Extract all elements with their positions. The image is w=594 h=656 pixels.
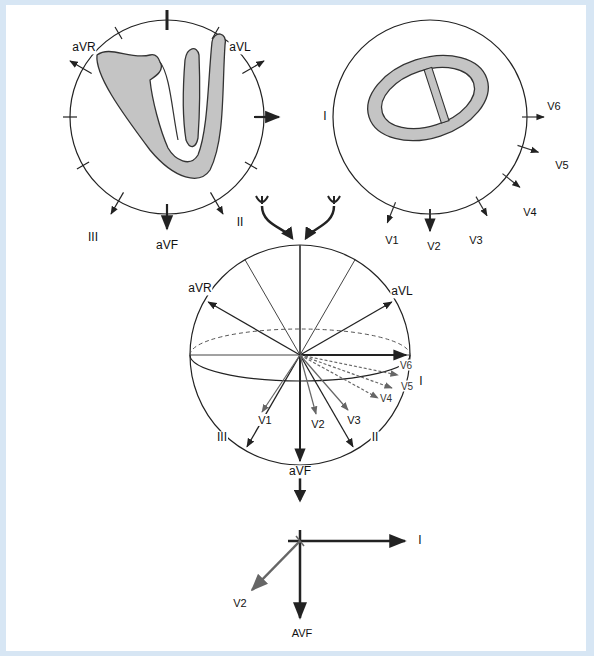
lead-arrow bbox=[502, 174, 519, 188]
lead-arrow bbox=[517, 145, 538, 152]
lead-label: II bbox=[371, 431, 380, 444]
lead-arrow bbox=[522, 116, 544, 117]
merge-arrows bbox=[256, 196, 340, 238]
precordial-arrow bbox=[262, 355, 300, 412]
tick bbox=[115, 27, 122, 39]
lead-label: I bbox=[418, 375, 423, 388]
lead-arrow bbox=[387, 202, 395, 222]
lead-label: aVR bbox=[187, 282, 212, 295]
lead-arrow bbox=[242, 61, 264, 74]
heart-short-axis bbox=[357, 41, 500, 155]
lead-arrow bbox=[299, 355, 301, 461]
lead-arrow bbox=[211, 192, 224, 214]
lead-label: AVF bbox=[291, 627, 314, 639]
lead-arrow bbox=[300, 355, 353, 447]
axis-system bbox=[252, 466, 405, 618]
tick bbox=[166, 10, 169, 30]
precordial-arrow bbox=[300, 355, 392, 388]
lead-label: I bbox=[322, 110, 327, 123]
lead-label: V2 bbox=[310, 418, 325, 430]
axis-line bbox=[299, 245, 301, 355]
sphere bbox=[190, 245, 410, 465]
axis-line bbox=[245, 260, 300, 355]
lead-arrow bbox=[254, 116, 279, 118]
lead-label: V5 bbox=[554, 159, 569, 171]
lead-label: V2 bbox=[232, 597, 247, 609]
lead-label: V5 bbox=[400, 381, 414, 392]
lead-label: aVF bbox=[155, 239, 179, 252]
lead-label: aVL bbox=[228, 41, 251, 54]
lead-label: V6 bbox=[546, 100, 561, 112]
lead-arrow bbox=[247, 355, 300, 447]
lead-label: V1 bbox=[257, 414, 272, 426]
lead-arrow bbox=[429, 209, 431, 231]
panel bbox=[6, 5, 586, 651]
horizontal-plane bbox=[333, 20, 544, 231]
lead-label: aVL bbox=[390, 285, 413, 298]
tick bbox=[245, 162, 257, 169]
lead-label: III bbox=[87, 231, 99, 244]
lead-arrow bbox=[166, 204, 168, 229]
lead-label: I bbox=[417, 534, 422, 547]
lead-label: V4 bbox=[522, 206, 537, 218]
lead-label: V6 bbox=[399, 360, 413, 371]
tick bbox=[63, 116, 77, 117]
lead-label: II bbox=[236, 216, 245, 229]
lead-label: V2 bbox=[426, 240, 441, 252]
lead-arrow bbox=[300, 354, 406, 356]
lead-arrow bbox=[208, 302, 300, 355]
lead-label: aVR bbox=[71, 41, 96, 54]
lead-label: V3 bbox=[468, 234, 483, 246]
lead-label: III bbox=[216, 431, 228, 444]
tick bbox=[77, 162, 89, 169]
lead-arrow bbox=[300, 302, 392, 355]
lead-arrow bbox=[476, 197, 487, 216]
heart-long-axis bbox=[97, 34, 226, 178]
lead-label: aVF bbox=[288, 465, 312, 478]
frontal-plane bbox=[63, 10, 279, 229]
lead-label: V1 bbox=[384, 234, 399, 246]
lead-label: V3 bbox=[346, 414, 361, 426]
axis-line bbox=[300, 260, 355, 355]
precordial-arrow bbox=[300, 355, 398, 375]
lead-arrow bbox=[70, 61, 92, 74]
lead-arrow bbox=[111, 192, 124, 214]
lead-label: V4 bbox=[379, 393, 393, 404]
precordial-arrow bbox=[300, 355, 378, 398]
